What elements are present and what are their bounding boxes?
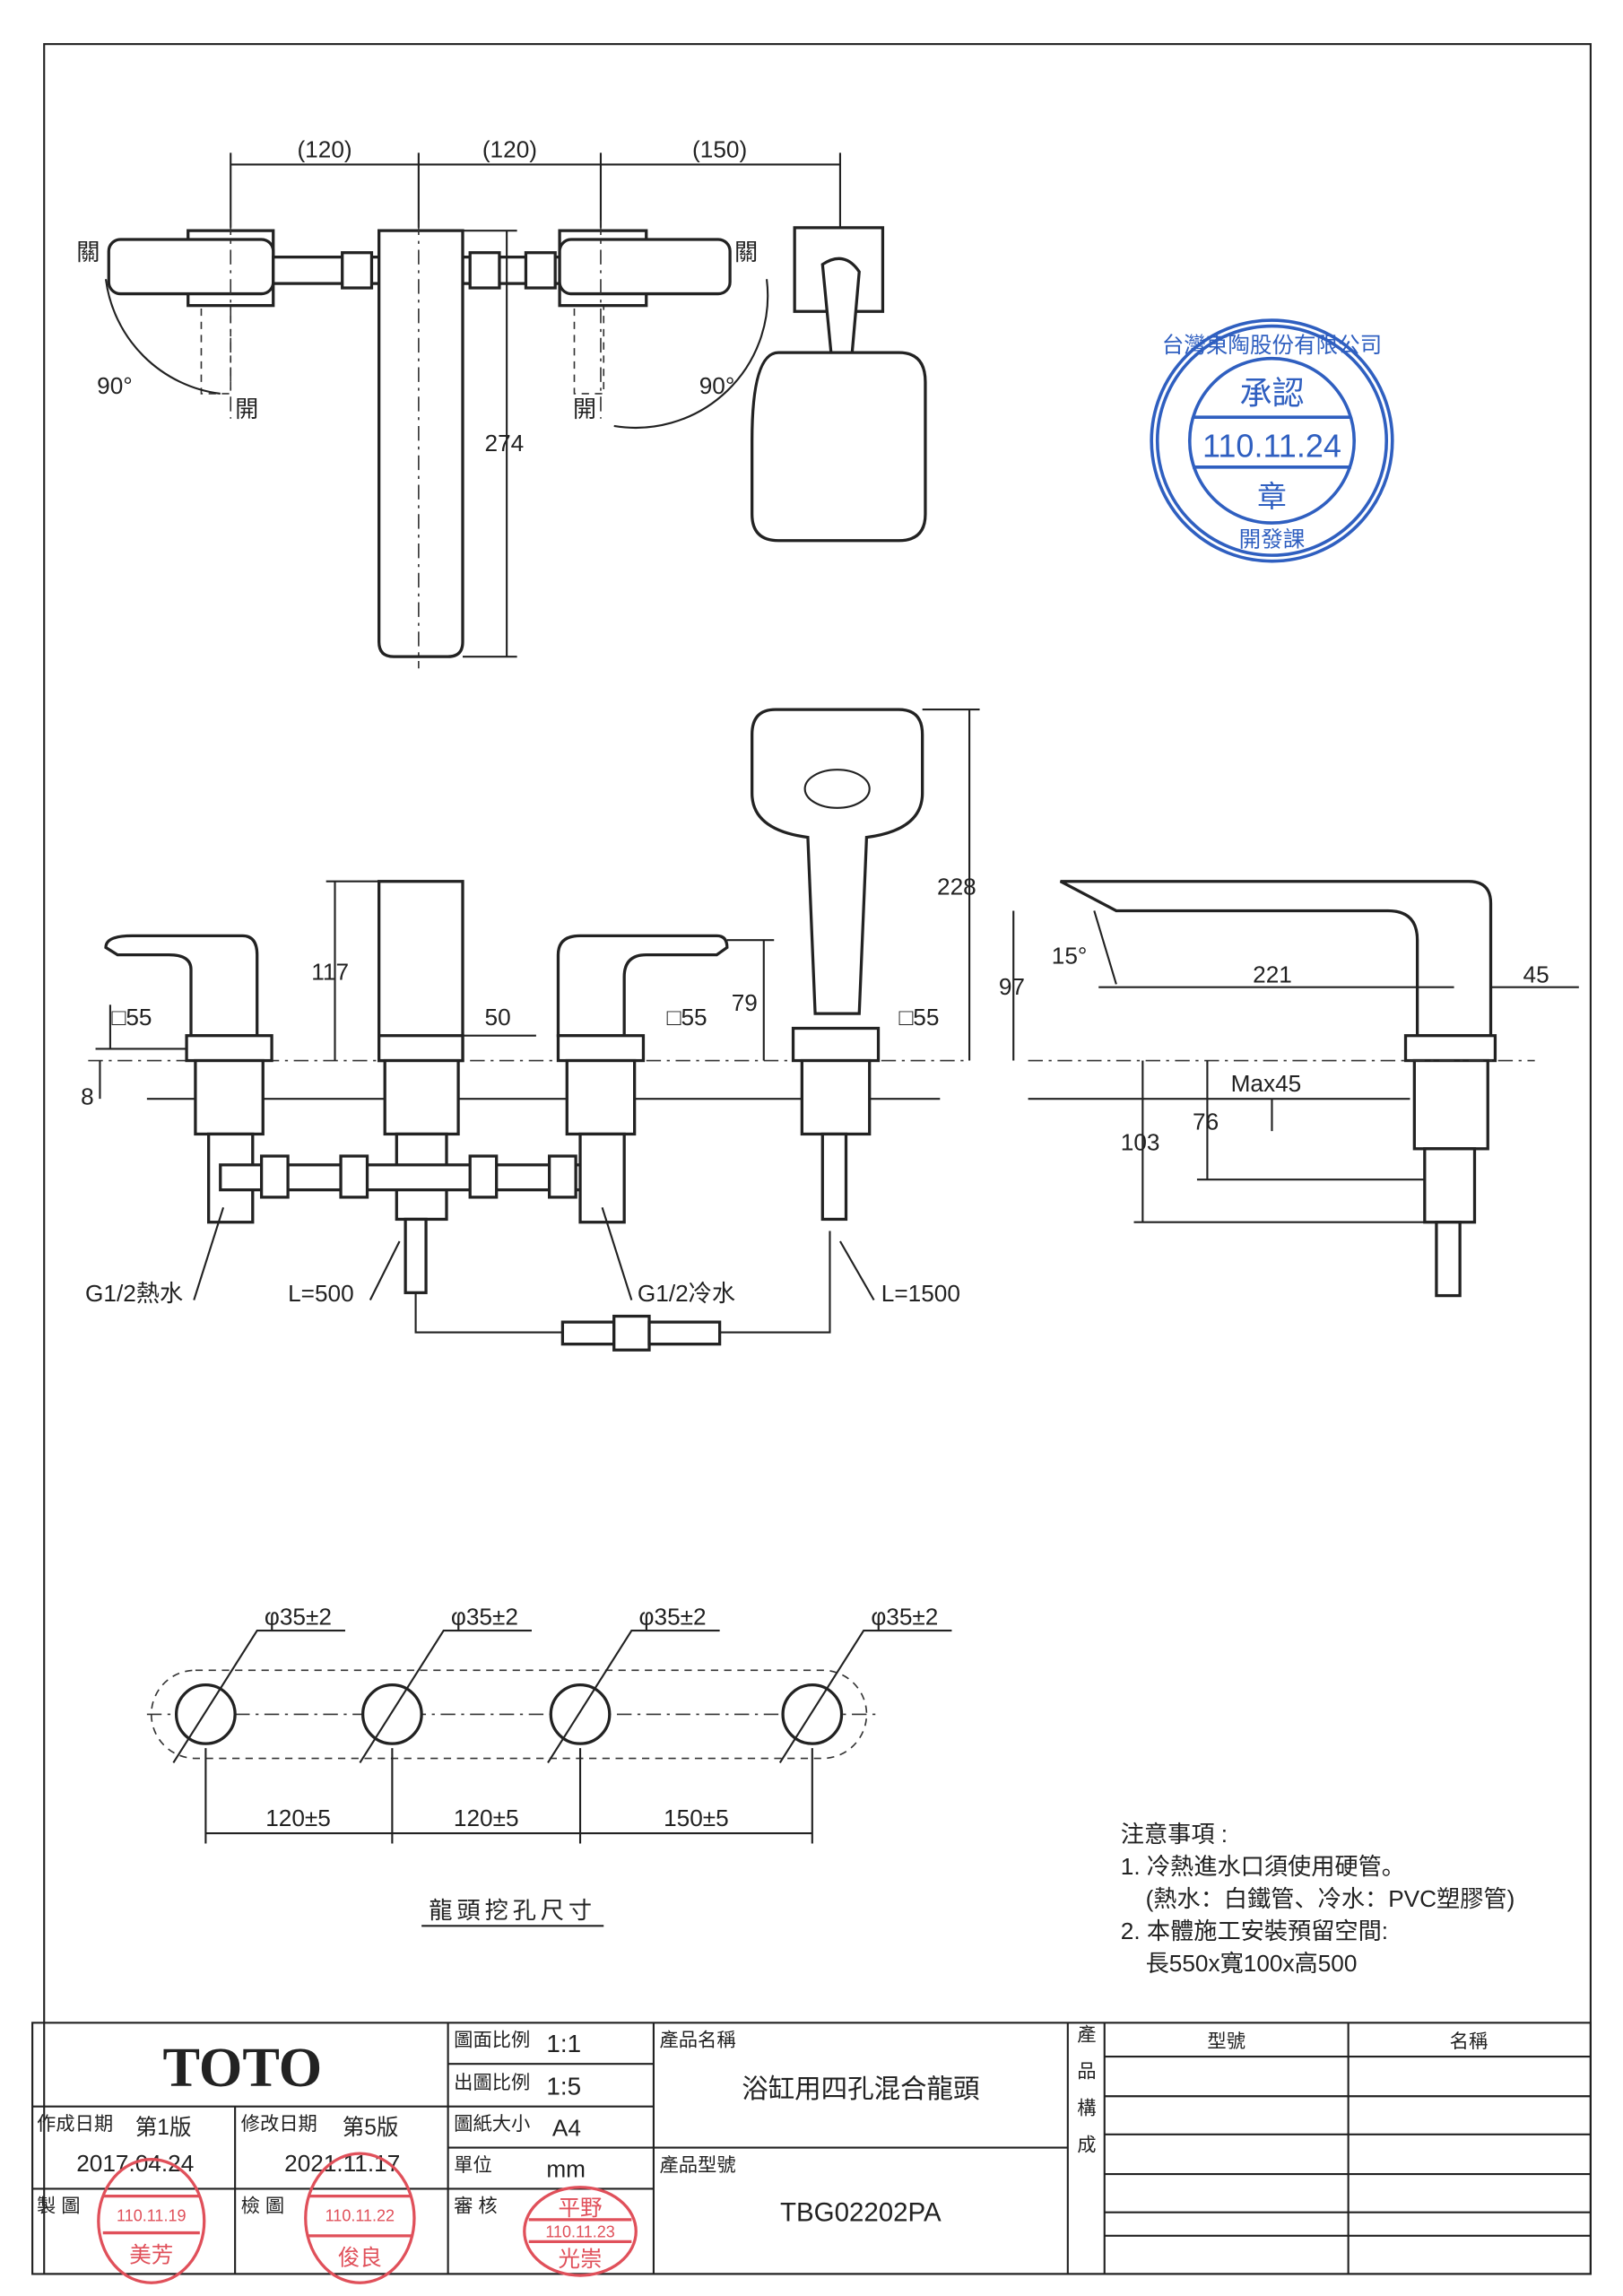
stamp-date: 110.11.24 [1202,427,1341,464]
created-label: 作成日期 [37,2113,113,2135]
label-closed-left: 關 [76,239,100,265]
print-scale: 1:5 [546,2073,581,2100]
stamp-checked-date: 110.11.22 [325,2206,395,2224]
notes-title: 注意事項 : [1121,1821,1228,1848]
dim-spout-length: 274 [485,430,525,457]
drawing-scale: 1:1 [546,2030,581,2057]
dim-front-228: 228 [937,873,976,900]
title-block: TOTO 圖面比例 1:1 出圖比例 1:5 圖紙大小 A4 單位 mm 作成日… [31,2022,1592,2284]
top-view: (120) (120) (150) 關 90° 開 274 關 90° 開 [76,135,927,669]
hole-diameter-1: φ35±2 [265,1603,332,1630]
label-angle-left: 90° [97,372,133,399]
paper-size-label: 圖紙大小 [454,2113,530,2135]
approval-stamp: 台灣東陶股份有限公司 承認 110.11.24 章 開發課 [1150,318,1394,563]
dim-side-15deg: 15° [1052,942,1088,969]
dim-top-3: (150) [692,135,747,162]
callout-hot-inlet: G1/2熱水 [85,1280,183,1307]
front-view: □55 8 117 50 □55 79 228 □55 [81,708,980,1352]
hole-diameter-4: φ35±2 [871,1603,938,1630]
stamp-dept: 開發課 [1239,526,1306,552]
label-open-right: 開 [573,396,596,422]
hole-spacing-1: 120±5 [265,1805,331,1831]
dim-front-8: 8 [81,1083,94,1110]
note-line-1: 1. 冷熱進水口須使用硬管。 [1121,1853,1405,1880]
hole-diameter-2: φ35±2 [451,1603,518,1630]
label-closed-right: 關 [734,239,758,265]
stamp-reviewed-date: 110.11.23 [545,2222,614,2240]
notes: 注意事項 : 1. 冷熱進水口須使用硬管。 (熱水：白鐵管、冷水：PVC塑膠管)… [1121,1821,1515,1977]
stamp-reviewed-top: 平野 [558,2196,602,2221]
reviewed-label: 審 核 [454,2196,497,2217]
stamp-checked: 110.11.22 俊良 [304,2152,416,2284]
product-name: 浴缸用四孔混合龍頭 [742,2074,979,2104]
revised-version: 第5版 [343,2115,399,2140]
paper-size: A4 [552,2114,581,2141]
stamp-drawn-date: 110.11.19 [117,2206,186,2224]
stamp-drawn: 110.11.19 美芳 [97,2158,206,2284]
unit: mm [546,2155,586,2182]
callout-l500: L=500 [288,1280,354,1307]
callout-l1500: L=1500 [881,1280,960,1307]
revised-label: 修改日期 [241,2113,317,2135]
callout-cold-inlet: G1/2冷水 [638,1280,735,1307]
hole-layout-caption: 龍頭挖孔尺寸 [429,1897,596,1924]
unit-label: 單位 [454,2154,492,2176]
dim-front-50: 50 [485,1004,511,1031]
stamp-checked-name: 俊良 [338,2246,382,2271]
composition-label: 產品構成 [1074,2024,1096,2171]
hole-layout: φ35±2 φ35±2 φ35±2 φ35±2 120±5 120±5 150±… [146,1603,952,1927]
dim-front-117: 117 [311,958,349,985]
hole-diameter-3: φ35±2 [639,1603,707,1630]
dim-front-sq55-right: □55 [898,1004,939,1031]
dim-side-max45: Max45 [1231,1070,1302,1097]
stamp-title: 承認 [1239,374,1304,411]
stamp-reviewed: 平野 110.11.23 光崇 [523,2186,638,2277]
hole-spacing-2: 120±5 [454,1805,519,1831]
dim-front-sq55-mid: □55 [667,1004,707,1031]
product-model-label: 產品型號 [659,2154,735,2176]
created-version: 第1版 [135,2115,192,2140]
stamp-drawn-name: 美芳 [129,2242,173,2267]
stamp-reviewed-name: 光崇 [558,2247,602,2272]
label-open-left: 開 [235,396,258,422]
dim-side-97: 97 [999,973,1025,1000]
side-view: 97 15° 221 45 76 Max45 103 [999,880,1579,1298]
dim-top-1: (120) [297,135,352,162]
product-name-label: 產品名稱 [659,2030,735,2051]
product-model: TBG02202PA [780,2197,942,2227]
dim-front-79: 79 [732,989,758,1016]
note-line-3: 2. 本體施工安裝預留空間: [1121,1918,1388,1944]
label-angle-right: 90° [699,372,735,399]
print-scale-label: 出圖比例 [454,2072,530,2093]
dim-side-103: 103 [1121,1128,1160,1155]
col-name: 名稱 [1450,2031,1488,2052]
drawn-label: 製 圖 [37,2196,80,2217]
col-model: 型號 [1207,2031,1245,2052]
dim-top-2: (120) [482,135,537,162]
note-line-2: (熱水：白鐵管、冷水：PVC塑膠管) [1146,1885,1515,1912]
stamp-seal: 章 [1257,480,1287,513]
dim-side-76: 76 [1193,1109,1219,1135]
hole-spacing-3: 150±5 [664,1805,729,1831]
toto-logo: TOTO [163,2038,323,2099]
revised-date: 2021.11.17 [284,2150,400,2177]
dim-side-45: 45 [1523,961,1549,988]
dim-side-221: 221 [1253,961,1292,988]
dim-front-sq55-left: □55 [112,1004,152,1031]
note-line-4: 長550x寬100x高500 [1146,1950,1358,1977]
stamp-company: 台灣東陶股份有限公司 [1162,333,1382,358]
checked-label: 檢 圖 [241,2196,284,2217]
drawing-scale-label: 圖面比例 [454,2030,530,2051]
